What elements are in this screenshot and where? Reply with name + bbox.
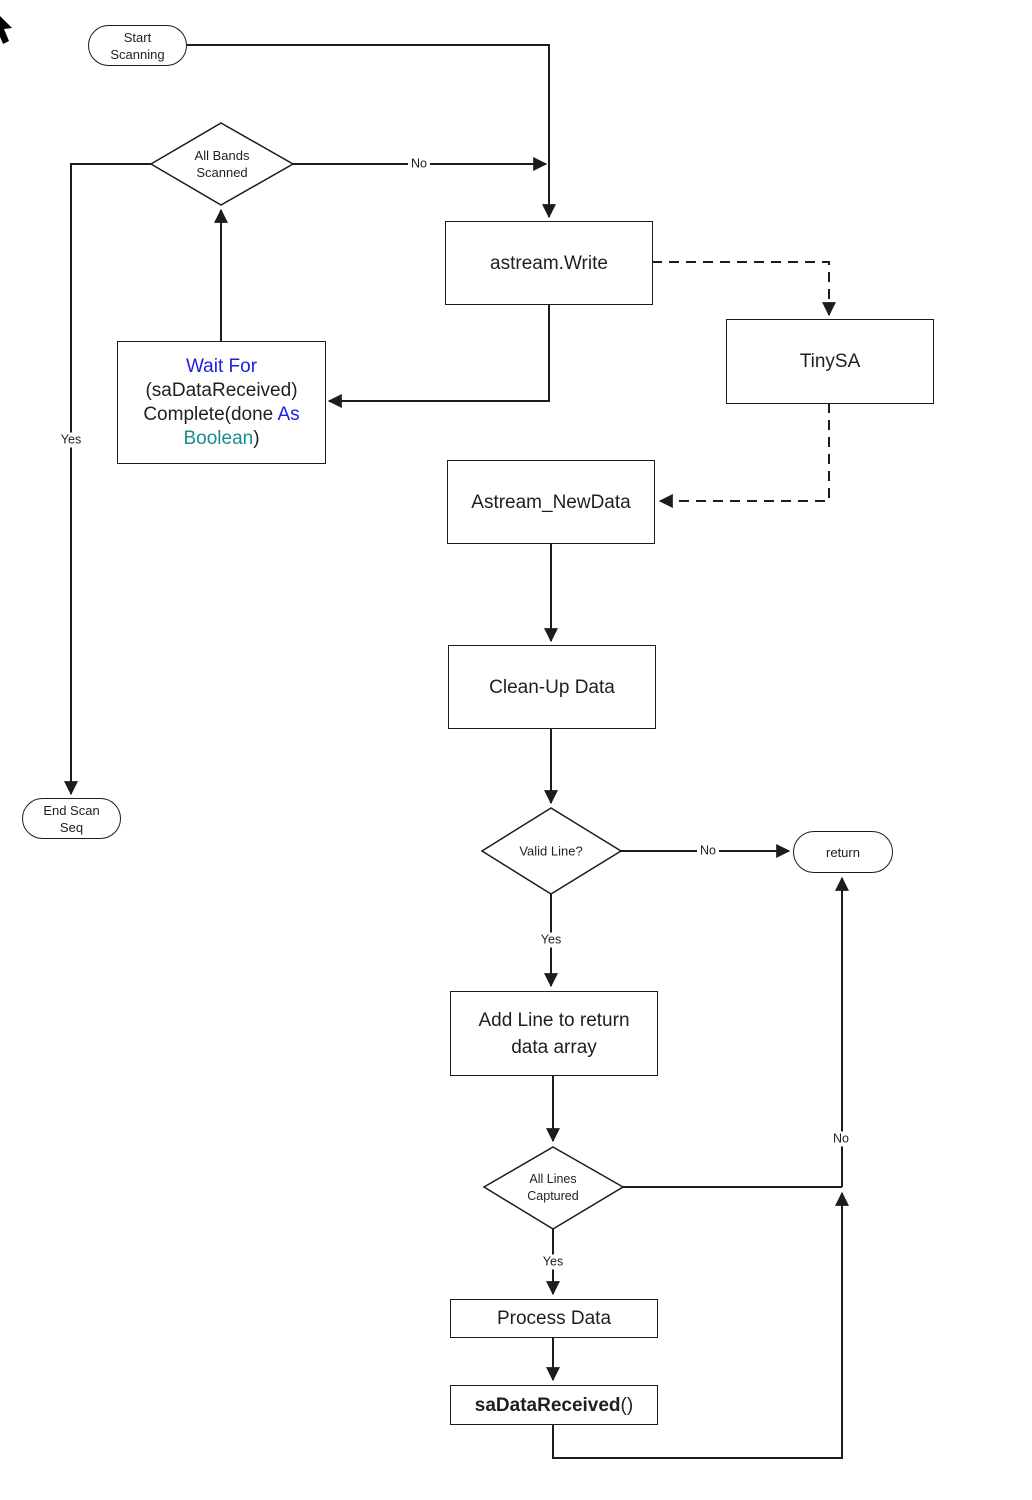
- connector-tinysa-to-newdata-dashed: [658, 403, 830, 508]
- all-lines-line1: All Lines: [529, 1172, 577, 1186]
- wait-for-line4: Boolean): [183, 427, 259, 451]
- wait-for-line3: Complete(done As: [143, 403, 299, 427]
- connector-allbands-yes-to-endscan: [64, 163, 151, 796]
- connector-start-to-astreamwrite: [187, 44, 556, 219]
- edge-label-no-all-bands: No: [408, 156, 430, 172]
- all-lines-line2: Captured: [527, 1189, 579, 1203]
- all-bands-line2: Scanned: [196, 165, 248, 180]
- all-bands-line1: All Bands: [194, 148, 250, 163]
- process-data-process: Process Data: [450, 1299, 658, 1338]
- wait-for-complete-text: Complete(done: [143, 403, 278, 425]
- cleanup-data-label: Clean-Up Data: [489, 676, 615, 698]
- add-line-label-line1: Add Line to return: [478, 1009, 630, 1031]
- wait-for-line1: Wait For: [186, 355, 257, 379]
- start-scanning-label-line2: Scanning: [110, 46, 165, 62]
- edge-label-yes-valid-line: Yes: [537, 932, 565, 948]
- tinysa-process: TinySA: [726, 319, 934, 404]
- astream-newdata-label: Astream_NewData: [471, 491, 631, 513]
- start-scanning-label-line1: Start: [123, 29, 152, 45]
- add-line-label-line2: data array: [511, 1036, 597, 1058]
- sadatareceived-label: saDataReceived(): [475, 1392, 633, 1419]
- return-label: return: [826, 844, 860, 860]
- connector-astreamwrite-to-waitfor: [327, 304, 550, 408]
- sadatareceived-parens: (): [620, 1394, 634, 1416]
- cleanup-data-process: Clean-Up Data: [448, 645, 656, 729]
- all-lines-captured-decision-shape: [482, 1146, 625, 1230]
- wait-for-line2: (saDataReceived): [145, 379, 297, 403]
- wait-for-boolean-type: Boolean: [183, 427, 254, 449]
- edge-label-no-valid-line: No: [697, 843, 719, 859]
- astream-write-label: astream.Write: [490, 252, 608, 274]
- all-lines-captured-decision-label: All Lines Captured: [527, 1171, 578, 1205]
- edge-label-no-all-lines: No: [830, 1131, 852, 1147]
- wait-for-keyword: Wait For: [185, 355, 258, 377]
- wait-for-arg: (saDataReceived): [145, 379, 298, 401]
- tinysa-label: TinySA: [799, 351, 861, 372]
- astream-write-process: astream.Write: [445, 221, 653, 305]
- valid-line-decision-shape: [480, 807, 623, 895]
- edge-label-yes-all-lines: Yes: [539, 1254, 567, 1270]
- edge-label-yes-all-bands: Yes: [57, 432, 85, 448]
- connector-astreamwrite-to-tinysa-dashed: [652, 261, 836, 317]
- process-data-label: Process Data: [496, 1308, 612, 1329]
- sadatareceived-process: saDataReceived(): [450, 1385, 658, 1425]
- all-bands-scanned-decision-label: All Bands Scanned: [195, 147, 250, 181]
- end-scan-seq-terminator: End Scan Seq: [22, 798, 121, 839]
- valid-line-text: Valid Line?: [519, 843, 583, 859]
- start-scanning-terminator: Start Scanning: [88, 25, 187, 66]
- add-line-process: Add Line to return data array: [450, 991, 658, 1076]
- wait-for-close-paren: ): [253, 427, 260, 449]
- mouse-cursor-icon: [0, 16, 12, 44]
- return-terminator: return: [793, 831, 893, 873]
- astream-newdata-process: Astream_NewData: [447, 460, 655, 544]
- wait-for-process: Wait For (saDataReceived) Complete(done …: [117, 341, 326, 464]
- all-bands-scanned-decision-shape: [149, 122, 295, 206]
- wait-for-as-keyword: As: [277, 403, 300, 425]
- sadatareceived-bold-text: saDataReceived: [474, 1394, 621, 1416]
- connector-sadatareceived-loop: [552, 1191, 849, 1459]
- end-scan-label-line1: End Scan: [43, 802, 100, 818]
- end-scan-label-line2: Seq: [59, 819, 84, 835]
- valid-line-decision-label: Valid Line?: [519, 843, 582, 860]
